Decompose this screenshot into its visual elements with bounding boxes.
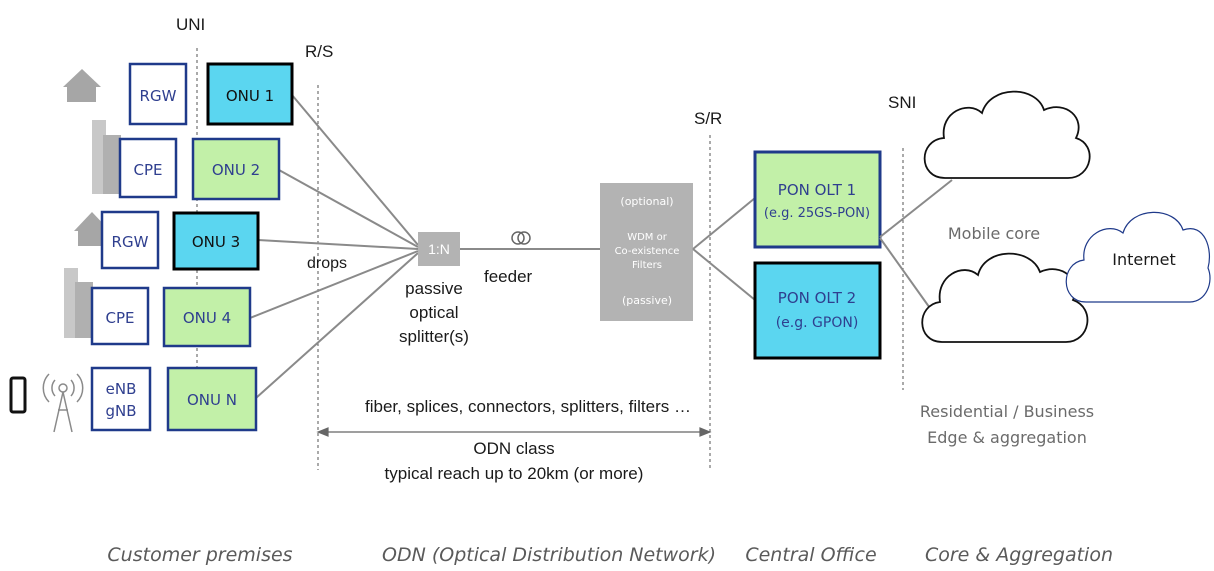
wdm-line-4: Filters: [632, 260, 662, 271]
wdm-filter-box: [600, 183, 693, 321]
splitter-label-3: splitter(s): [399, 327, 469, 346]
internet-cloud-icon: [1065, 211, 1211, 303]
onu-3[interactable]: ONU 3: [172, 211, 260, 271]
uni-label: UNI: [176, 15, 205, 34]
onu-n[interactable]: ONU N: [166, 366, 258, 432]
odn-span-arrow: [316, 427, 712, 437]
olt-2[interactable]: PON OLT 2 (e.g. GPON): [753, 261, 882, 360]
building-icon: [64, 268, 93, 338]
olt-fibers: [692, 197, 756, 301]
odn-reach-label: typical reach up to 20km (or more): [385, 464, 644, 483]
section-central-office: Central Office: [745, 544, 876, 566]
splitter-box: [418, 232, 460, 266]
gateway-1[interactable]: RGW: [128, 62, 188, 126]
edge-aggregation-cloud-icon: [921, 252, 1089, 343]
onu-n-label: ONU N: [187, 391, 237, 409]
mobile-core-label: Mobile core: [948, 224, 1040, 243]
drops-label: drops: [307, 255, 347, 272]
edge-label-2: Edge & aggregation: [927, 428, 1087, 447]
gateway-5[interactable]: eNB gNB: [90, 366, 152, 432]
onu-4-label: ONU 4: [183, 309, 231, 327]
gateway-3[interactable]: RGW: [100, 210, 160, 270]
gateway-1-label: RGW: [140, 87, 177, 105]
fiber-spool-icon: [511, 231, 531, 245]
splitter-ratio: 1:N: [428, 241, 450, 257]
gateway-5-label-1: eNB: [106, 380, 137, 398]
onu-2[interactable]: ONU 2: [191, 137, 281, 201]
gateway-4[interactable]: CPE: [90, 286, 150, 346]
olt-1-example: (e.g. 25GS-PON): [764, 206, 870, 221]
house-icon: [63, 69, 101, 102]
gateway-3-label: RGW: [112, 233, 149, 251]
wdm-line-1: (optional): [620, 195, 673, 208]
onu-1[interactable]: ONU 1: [206, 62, 294, 126]
edge-label-1: Residential / Business: [920, 402, 1094, 421]
olt-2-example: (e.g. GPON): [776, 315, 859, 331]
odn-components-label: fiber, splices, connectors, splitters, f…: [365, 397, 691, 416]
gateway-5-label-2: gNB: [105, 402, 136, 420]
gateway-2[interactable]: CPE: [118, 137, 178, 199]
core-links: [879, 179, 953, 319]
mobile-phone-icon: [9, 376, 27, 414]
section-odn: ODN (Optical Distribution Network): [382, 544, 716, 566]
sr-label: S/R: [694, 109, 722, 128]
section-core-aggregation: Core & Aggregation: [925, 544, 1113, 566]
wdm-line-5: (passive): [622, 294, 672, 307]
onu-2-label: ONU 2: [212, 161, 260, 179]
onu-4[interactable]: ONU 4: [162, 286, 252, 348]
olt-2-name: PON OLT 2: [778, 289, 856, 307]
olt-1-box: [753, 150, 882, 249]
olt-2-box: [753, 261, 882, 360]
olt-1[interactable]: PON OLT 1 (e.g. 25GS-PON): [753, 150, 882, 249]
gateway-4-label: CPE: [106, 309, 135, 327]
wdm-line-3: Co-existence: [615, 246, 680, 257]
splitter-label-2: optical: [409, 303, 458, 322]
olt-1-name: PON OLT 1: [778, 181, 856, 199]
wdm-line-2: WDM or: [627, 232, 668, 243]
splitter-label-1: passive: [405, 279, 463, 298]
section-customer-premises: Customer premises: [107, 544, 292, 566]
onu-3-label: ONU 3: [192, 233, 240, 251]
cell-tower-icon: [42, 373, 84, 433]
drop-fibers: [249, 94, 419, 399]
internet-label: Internet: [1112, 250, 1176, 269]
building-icon: [92, 120, 121, 194]
rs-label: R/S: [305, 42, 333, 61]
mobile-core-cloud-icon: [923, 90, 1091, 179]
feeder-label: feeder: [484, 267, 533, 286]
odn-class-label: ODN class: [473, 439, 554, 458]
onu-1-label: ONU 1: [226, 87, 274, 105]
sni-label: SNI: [888, 93, 916, 112]
gateway-2-label: CPE: [134, 161, 163, 179]
